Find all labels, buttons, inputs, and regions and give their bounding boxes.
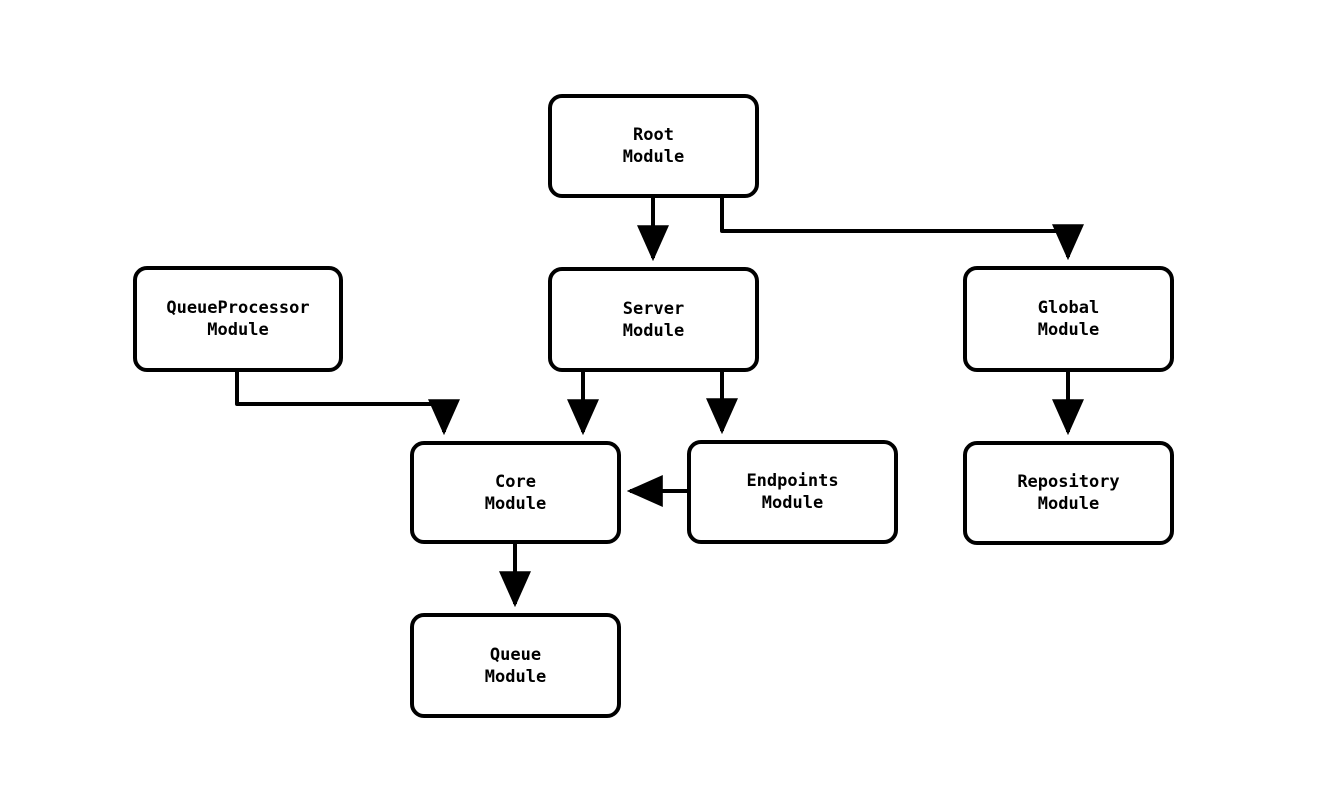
node-repository-module-label: Repository Module	[1017, 472, 1120, 514]
edge-queueprocessor-to-core	[235, 372, 460, 436]
node-endpoints-module-label: Endpoints Module	[746, 471, 839, 513]
node-global-module-label: Global Module	[1037, 298, 1100, 340]
node-queue-module[interactable]: Queue Module	[410, 613, 621, 718]
node-queueprocessor-module[interactable]: QueueProcessor Module	[133, 266, 343, 372]
node-core-module-label: Core Module	[484, 471, 547, 514]
node-server-module[interactable]: Server Module	[548, 267, 759, 372]
node-queueprocessor-module-label: QueueProcessor Module	[166, 298, 310, 340]
edge-root-to-global	[720, 198, 1084, 261]
node-server-module-label: Server Module	[622, 298, 685, 341]
node-root-module[interactable]: Root Module	[548, 94, 759, 198]
node-queue-module-label: Queue Module	[484, 644, 547, 687]
node-repository-module[interactable]: Repository Module	[963, 441, 1174, 545]
node-global-module[interactable]: Global Module	[963, 266, 1174, 372]
node-endpoints-module[interactable]: Endpoints Module	[687, 440, 898, 544]
node-core-module[interactable]: Core Module	[410, 441, 621, 544]
node-root-module-label: Root Module	[622, 125, 685, 167]
